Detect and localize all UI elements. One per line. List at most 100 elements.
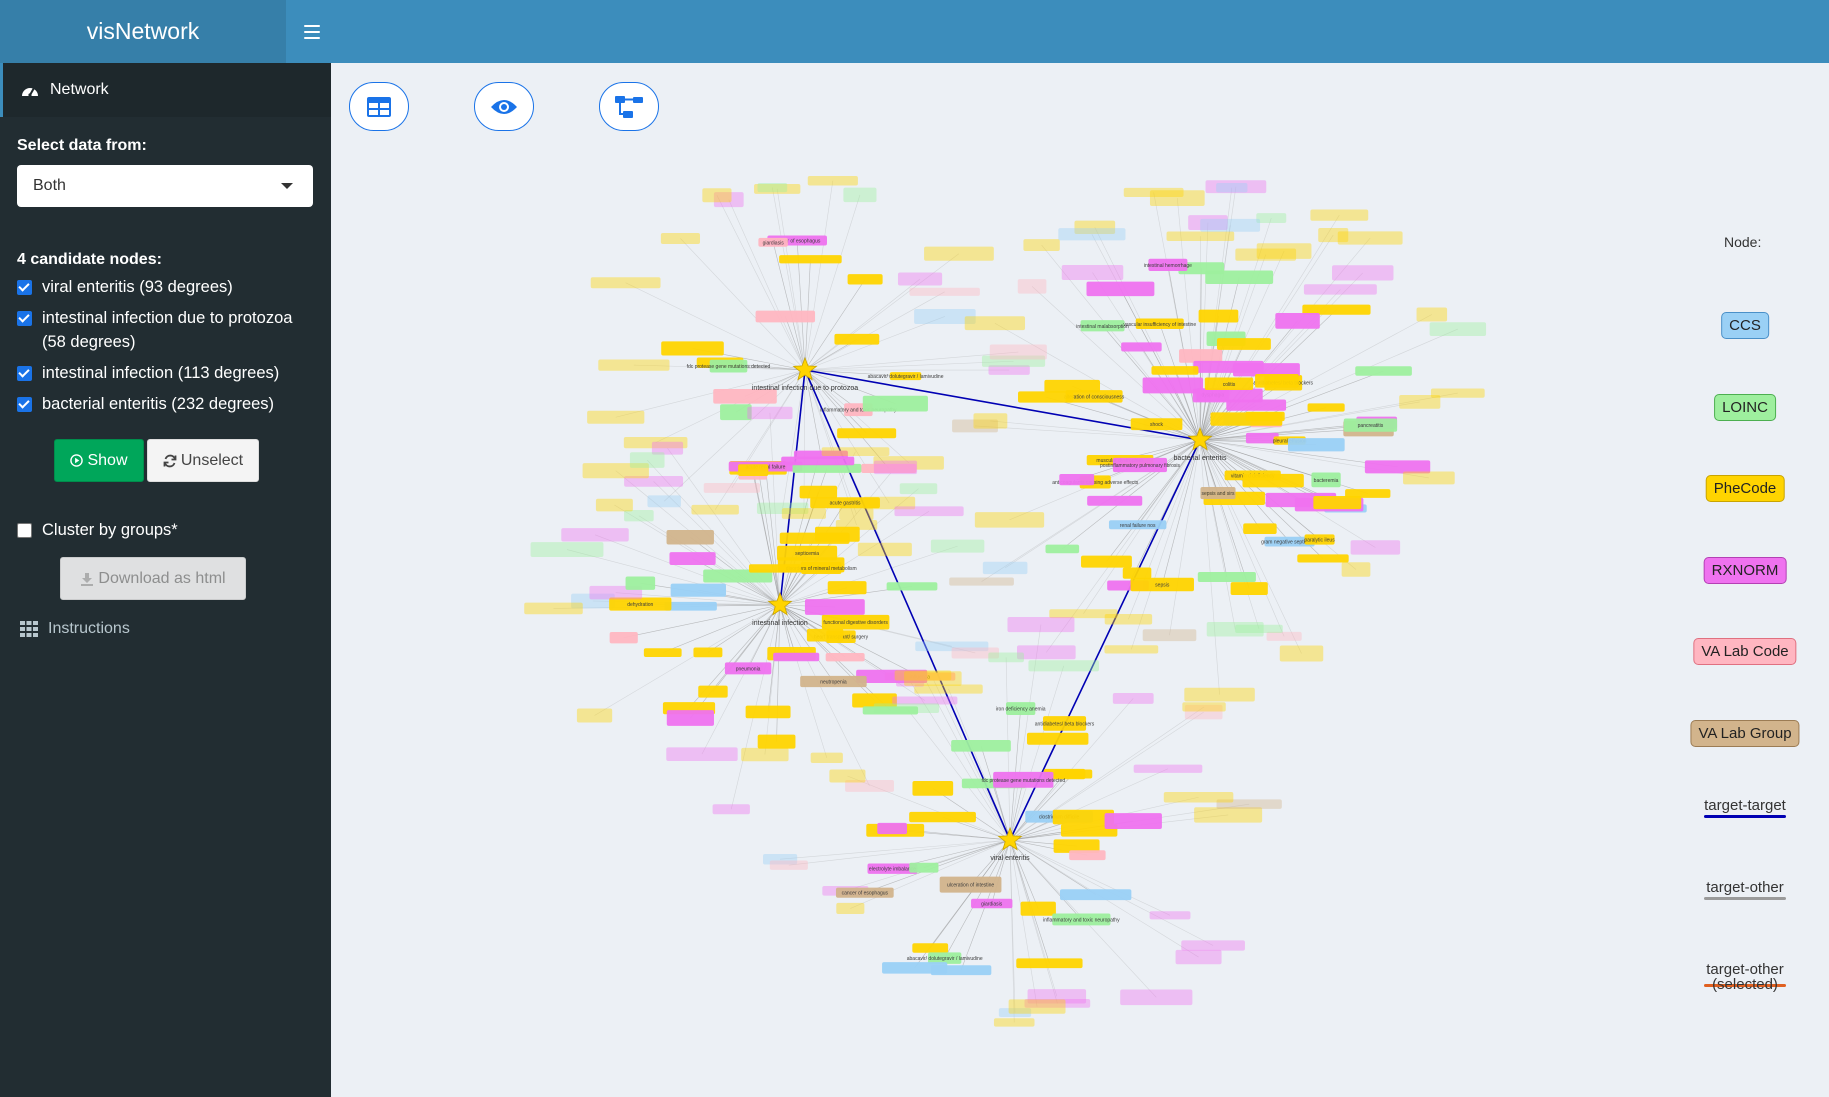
node-box[interactable]: [930, 539, 985, 553]
node-box[interactable]: [892, 696, 958, 705]
network-node[interactable]: [691, 504, 739, 515]
node-box[interactable]: [755, 310, 816, 323]
network-node[interactable]: [1403, 471, 1455, 485]
network-node[interactable]: [1120, 989, 1193, 1006]
network-node[interactable]: [998, 1008, 1032, 1018]
network-node[interactable]: [924, 246, 994, 261]
network-node[interactable]: [1233, 363, 1300, 377]
network-node[interactable]: [1307, 403, 1345, 412]
node-box[interactable]: [647, 495, 681, 508]
node-box[interactable]: [713, 192, 744, 208]
node-box[interactable]: [1023, 239, 1060, 252]
node-box[interactable]: [988, 652, 1024, 663]
network-node[interactable]: [1297, 554, 1349, 563]
network-node[interactable]: [792, 463, 862, 473]
network-node[interactable]: [847, 274, 883, 285]
sidebar-item-network[interactable]: Network: [0, 63, 331, 117]
node-box[interactable]: [709, 359, 748, 373]
node-box[interactable]: [1151, 366, 1199, 375]
node-box[interactable]: [698, 685, 728, 698]
node-box[interactable]: [773, 652, 820, 662]
node-box[interactable]: [1184, 687, 1255, 702]
network-node[interactable]: [661, 341, 724, 356]
node-box[interactable]: [1245, 432, 1279, 444]
network-node[interactable]: [1058, 228, 1126, 241]
hierarchy-button[interactable]: [599, 82, 659, 131]
network-node[interactable]: [894, 670, 952, 681]
node-box[interactable]: [777, 545, 838, 561]
network-node[interactable]: [1416, 307, 1448, 322]
node-box[interactable]: [1192, 388, 1263, 403]
node-box[interactable]: [1087, 495, 1143, 506]
node-box[interactable]: [1027, 989, 1087, 1004]
node-box[interactable]: [1318, 227, 1349, 243]
network-node[interactable]: [664, 601, 717, 611]
node-box[interactable]: [754, 183, 801, 194]
network-node[interactable]: [590, 277, 661, 289]
node-box[interactable]: [779, 255, 842, 264]
unselect-button[interactable]: Unselect: [147, 439, 259, 482]
network-node[interactable]: [1205, 180, 1267, 194]
network-node[interactable]: [896, 675, 925, 687]
node-box[interactable]: [949, 577, 1014, 586]
network-node[interactable]: giardiasis: [971, 898, 1013, 909]
network-node[interactable]: acute gastritis: [810, 497, 880, 509]
network-node[interactable]: [755, 310, 816, 323]
node-box[interactable]: [973, 413, 1008, 429]
network-node[interactable]: [892, 696, 958, 705]
node-box[interactable]: [1104, 645, 1159, 654]
network-node[interactable]: [1184, 687, 1255, 702]
node-box[interactable]: [1044, 379, 1101, 393]
network-node[interactable]: [1104, 645, 1159, 654]
node-box[interactable]: [839, 508, 874, 520]
network-node[interactable]: [666, 747, 738, 761]
node-box[interactable]: [587, 410, 645, 424]
node-box[interactable]: [982, 561, 1028, 575]
node-box[interactable]: [1279, 645, 1324, 662]
network-node[interactable]: [873, 703, 940, 713]
network-node[interactable]: [781, 508, 826, 519]
node-box[interactable]: [834, 333, 880, 345]
network-node[interactable]: [524, 602, 583, 615]
node-box[interactable]: [530, 542, 604, 557]
network-node[interactable]: [1243, 523, 1277, 535]
node-box[interactable]: [720, 404, 752, 421]
network-node[interactable]: [1008, 999, 1066, 1014]
network-node[interactable]: [763, 853, 798, 865]
network-node[interactable]: [989, 344, 1047, 360]
target-node[interactable]: intestinal infection due to protozoa: [752, 356, 858, 392]
node-box[interactable]: [693, 647, 723, 658]
node-box[interactable]: [1024, 998, 1091, 1008]
network-node[interactable]: abacavir/ dolutegravir / lamivudine: [907, 952, 983, 964]
network-node[interactable]: ulceration of intestine: [939, 876, 1002, 893]
network-node[interactable]: [882, 962, 948, 974]
node-box[interactable]: [1045, 544, 1080, 554]
network-node[interactable]: [1045, 544, 1080, 554]
network-node[interactable]: [834, 333, 880, 345]
network-node[interactable]: [1179, 349, 1223, 363]
network-node[interactable]: [698, 685, 728, 698]
network-node[interactable]: [1081, 555, 1132, 568]
network-node[interactable]: [1216, 799, 1282, 809]
node-box[interactable]: [1310, 209, 1369, 221]
network-node[interactable]: postinflammatory pulmonary fibrosis: [1100, 457, 1181, 473]
node-box[interactable]: [1182, 702, 1226, 712]
node-box[interactable]: [964, 316, 1026, 331]
download-html-button[interactable]: Download as html: [60, 557, 246, 600]
node-box[interactable]: [951, 740, 1011, 752]
node-box[interactable]: [928, 952, 962, 964]
node-box[interactable]: [1206, 622, 1264, 637]
target-node[interactable]: bacterial enteritis: [1174, 426, 1227, 462]
node-box[interactable]: [703, 482, 760, 493]
network-node[interactable]: [1318, 227, 1349, 243]
node-box[interactable]: [861, 463, 917, 473]
node-box[interactable]: [1130, 577, 1194, 592]
network-node[interactable]: intestinal malabsorption: [1076, 320, 1129, 332]
node-box[interactable]: [1341, 562, 1371, 577]
node-box[interactable]: [939, 876, 1002, 893]
node-box[interactable]: [756, 502, 809, 515]
network-node[interactable]: [886, 582, 938, 591]
node-box[interactable]: [804, 599, 865, 615]
node-box[interactable]: [1175, 949, 1222, 965]
network-node[interactable]: [769, 860, 808, 870]
